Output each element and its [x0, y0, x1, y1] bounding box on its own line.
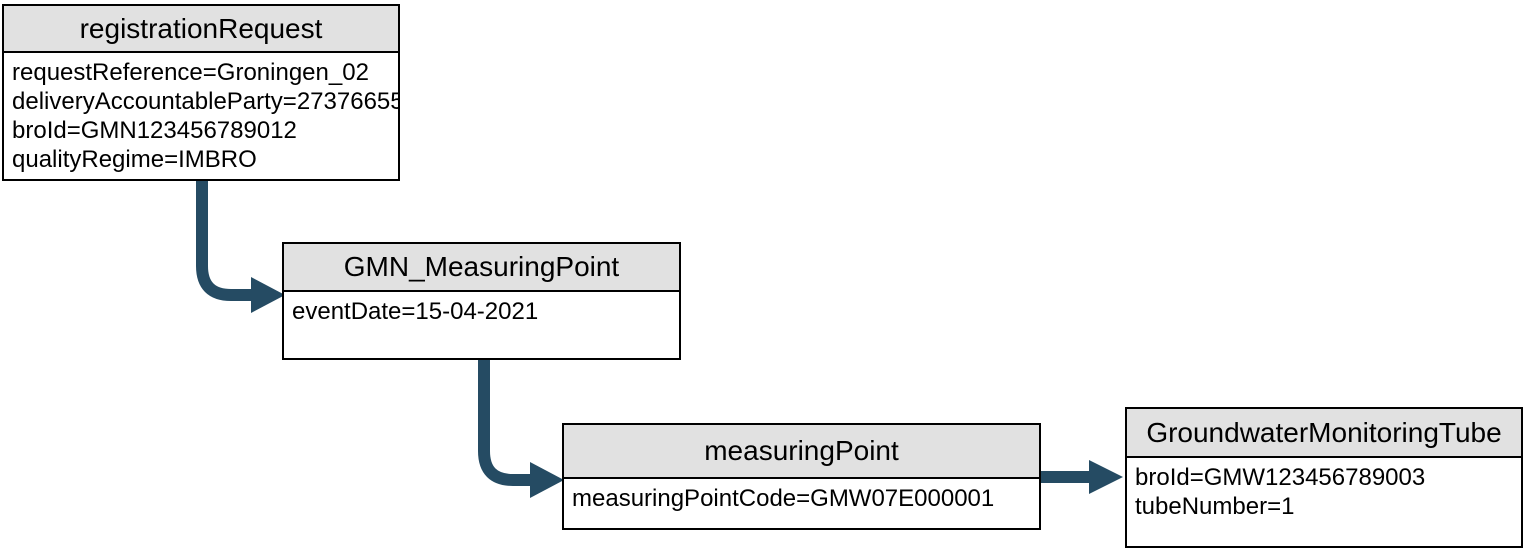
attribute-line: requestReference=Groningen_02 [12, 59, 369, 86]
attribute-line: broId=GMW123456789003 [1135, 464, 1426, 491]
node-groundwater-monitoring-tube: GroundwaterMonitoringTube broId=GMW12345… [1125, 407, 1523, 548]
node-attributes: broId=GMW123456789003 tubeNumber=1 [1127, 458, 1521, 526]
node-registration-request: registrationRequest requestReference=Gro… [2, 4, 400, 181]
node-title: GMN_MeasuringPoint [284, 244, 679, 292]
edge-line [478, 359, 531, 486]
attribute-line: eventDate=15-04-2021 [292, 298, 539, 325]
arrowhead-icon [530, 462, 564, 498]
node-measuring-point: measuringPoint measuringPointCode=GMW07E… [562, 423, 1041, 530]
attribute-line: broId=GMN123456789012 [12, 117, 297, 144]
node-attributes: requestReference=Groningen_02 deliveryAc… [4, 53, 398, 179]
edge-measuring-point-to-groundwater-monitoring-tube [1041, 460, 1123, 494]
node-attributes: measuringPointCode=GMW07E000001 [564, 479, 1039, 518]
node-gmn-measuring-point: GMN_MeasuringPoint eventDate=15-04-2021 [282, 242, 681, 360]
edge-line [196, 180, 252, 301]
attribute-line: deliveryAccountableParty=27376655 [12, 88, 398, 115]
attribute-line: measuringPointCode=GMW07E000001 [572, 485, 995, 512]
edge-registration-request-to-gmn-measuring-point [196, 180, 285, 313]
node-attributes: eventDate=15-04-2021 [284, 292, 679, 331]
node-title: registrationRequest [4, 6, 398, 53]
arrowhead-icon [1089, 460, 1123, 494]
attribute-line: tubeNumber=1 [1135, 493, 1295, 520]
arrowhead-icon [251, 277, 285, 313]
edge-gmn-measuring-point-to-measuring-point [478, 359, 564, 498]
node-title: measuringPoint [564, 425, 1039, 479]
node-title: GroundwaterMonitoringTube [1127, 409, 1521, 458]
attribute-line: qualityRegime=IMBRO [12, 146, 257, 173]
